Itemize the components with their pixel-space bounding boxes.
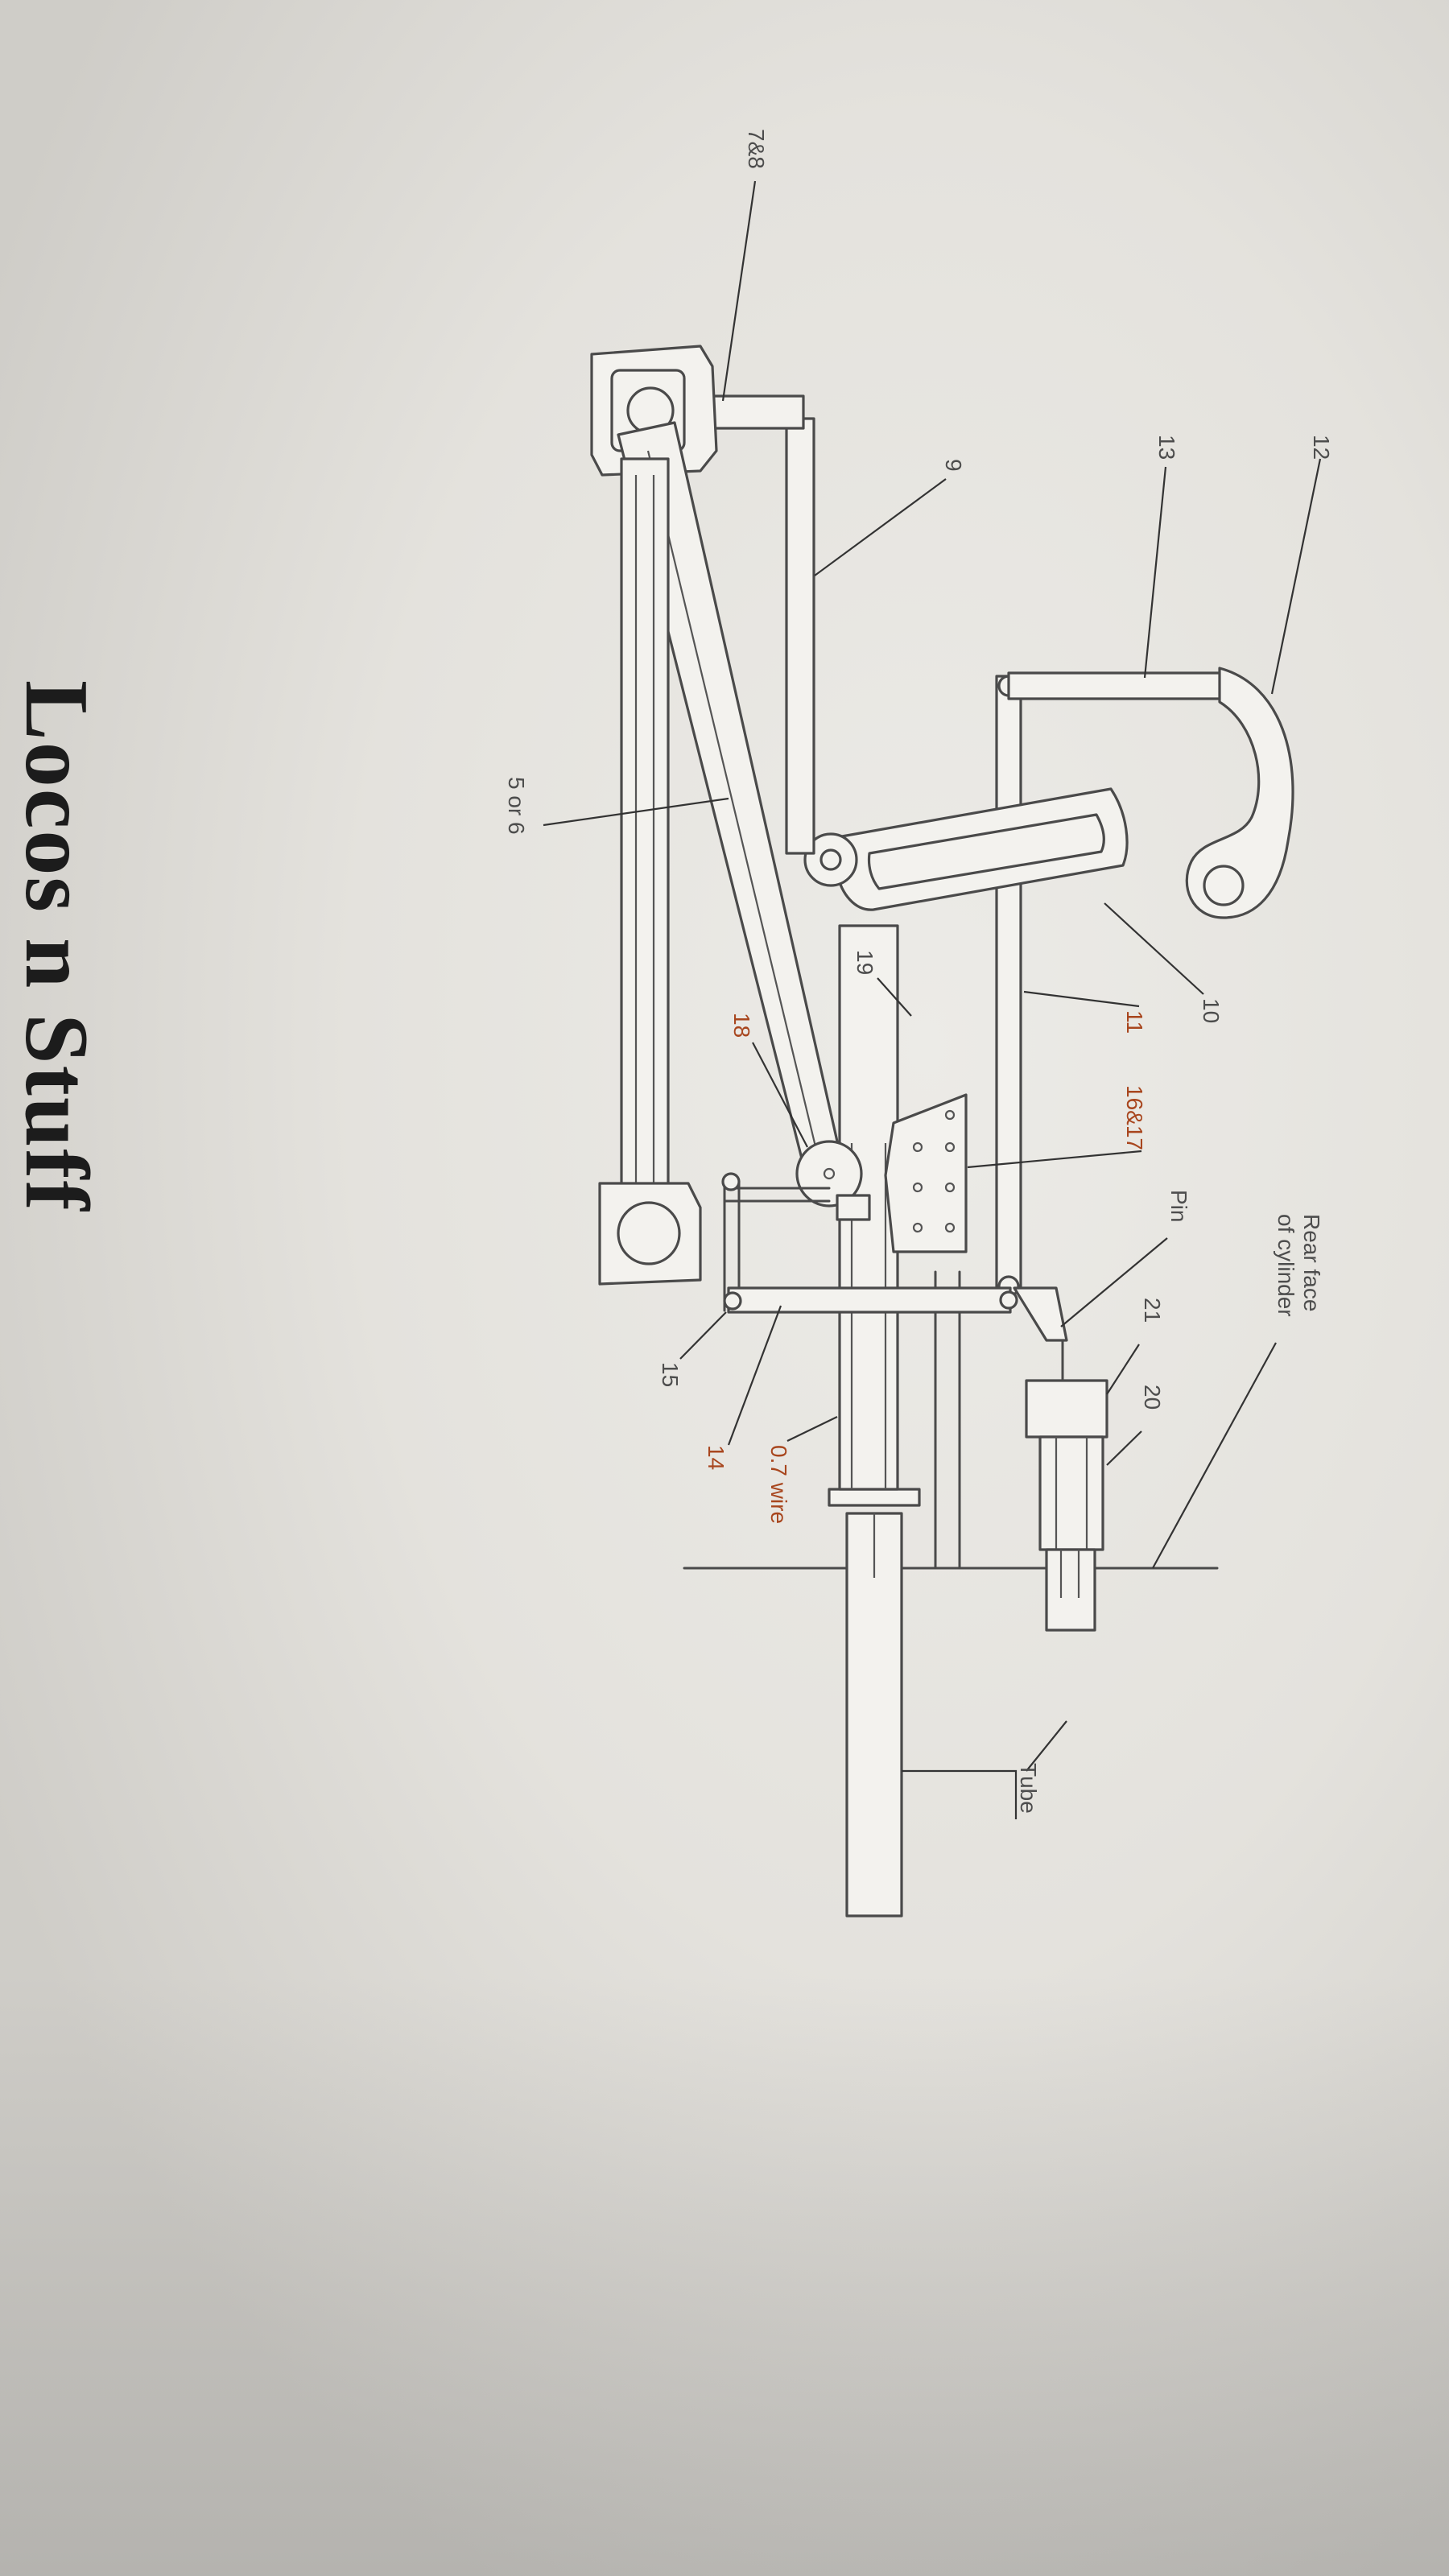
leader-14 — [727, 1305, 782, 1446]
part-20-cylinder — [1038, 1435, 1104, 1551]
link-11 — [995, 675, 1022, 1291]
leader-19 — [877, 977, 912, 1017]
hub-18-boss — [836, 1194, 871, 1221]
leader-7-8 — [721, 180, 757, 402]
leader-12 — [1270, 458, 1322, 695]
label-rear-face: Rear face — [1299, 1214, 1324, 1311]
crosshead-rivet — [944, 1109, 956, 1121]
leader-rear-face — [1152, 1342, 1277, 1569]
page-title: Locos n Stuff — [6, 680, 106, 1212]
crosshead-rivet-7 — [912, 1222, 923, 1233]
leader-tube-2 — [1026, 1720, 1067, 1772]
leader-21 — [1106, 1344, 1140, 1395]
pin-bracket — [1013, 1286, 1068, 1342]
leader-wire — [786, 1416, 838, 1442]
label-15: 15 — [658, 1362, 683, 1387]
leader-15 — [679, 1311, 727, 1360]
radius-rod-9 — [785, 417, 815, 855]
label-18: 18 — [729, 1013, 754, 1038]
part-21-block — [1025, 1379, 1108, 1439]
label-12: 12 — [1309, 435, 1334, 460]
leader-18 — [752, 1042, 808, 1148]
cylinder-spigot — [1045, 1548, 1096, 1632]
union-link-14 — [727, 1286, 1012, 1314]
rod-5-big-end-bearing — [617, 1201, 681, 1265]
label-7-8: 7&8 — [744, 129, 769, 169]
crosshead-rivet-6 — [912, 1182, 923, 1193]
label-11: 11 — [1122, 1010, 1147, 1034]
label-tube: Tube — [1016, 1763, 1041, 1814]
leader-16-17 — [967, 1150, 1142, 1169]
leader-pin — [1060, 1237, 1168, 1327]
expansion-link-pivot-pin — [819, 848, 842, 871]
rod-5-or-6 — [620, 457, 670, 1201]
label-5-or-6: 5 or 6 — [504, 777, 529, 835]
hub-18 — [795, 1140, 863, 1208]
label-21: 21 — [1140, 1298, 1165, 1323]
tube-collar — [828, 1488, 921, 1507]
label-14: 14 — [704, 1445, 729, 1470]
label-16-17: 16&17 — [1122, 1085, 1147, 1150]
expansion-link-slot — [867, 813, 1105, 890]
link-15-top-pin — [721, 1172, 741, 1191]
leader-20 — [1106, 1430, 1142, 1466]
hub-18-centre — [823, 1167, 836, 1180]
diagonal-arm-centreline — [646, 450, 821, 1164]
label-pin: Pin — [1166, 1190, 1191, 1222]
leader-5or6 — [543, 797, 729, 827]
leader-13 — [1143, 466, 1167, 679]
crank-12-bearing — [1203, 865, 1245, 906]
label-07-wire: 0.7 wire — [766, 1445, 791, 1524]
crosshead-rivet-4 — [944, 1222, 956, 1233]
label-9: 9 — [941, 459, 966, 472]
label-of-cylinder: of cylinder — [1274, 1214, 1298, 1317]
leader-9 — [814, 478, 947, 576]
tube-part — [845, 1512, 903, 1918]
label-10: 10 — [1199, 998, 1224, 1023]
crosshead-16-17 — [884, 1093, 968, 1253]
crosshead-rivet-3 — [944, 1182, 956, 1193]
crank-12 — [1185, 667, 1294, 919]
label-19: 19 — [852, 950, 877, 975]
union-link-end-pin — [999, 1290, 1018, 1310]
link-13 — [1007, 671, 1234, 700]
label-20: 20 — [1140, 1385, 1165, 1410]
leader-tube — [902, 1769, 1018, 1819]
label-13: 13 — [1154, 435, 1179, 460]
leader-11 — [1023, 990, 1140, 1008]
leader-10 — [1104, 902, 1204, 995]
union-link-pin — [723, 1291, 742, 1311]
crosshead-rivet-5 — [912, 1141, 923, 1153]
crosshead-rivet-2 — [944, 1141, 956, 1153]
